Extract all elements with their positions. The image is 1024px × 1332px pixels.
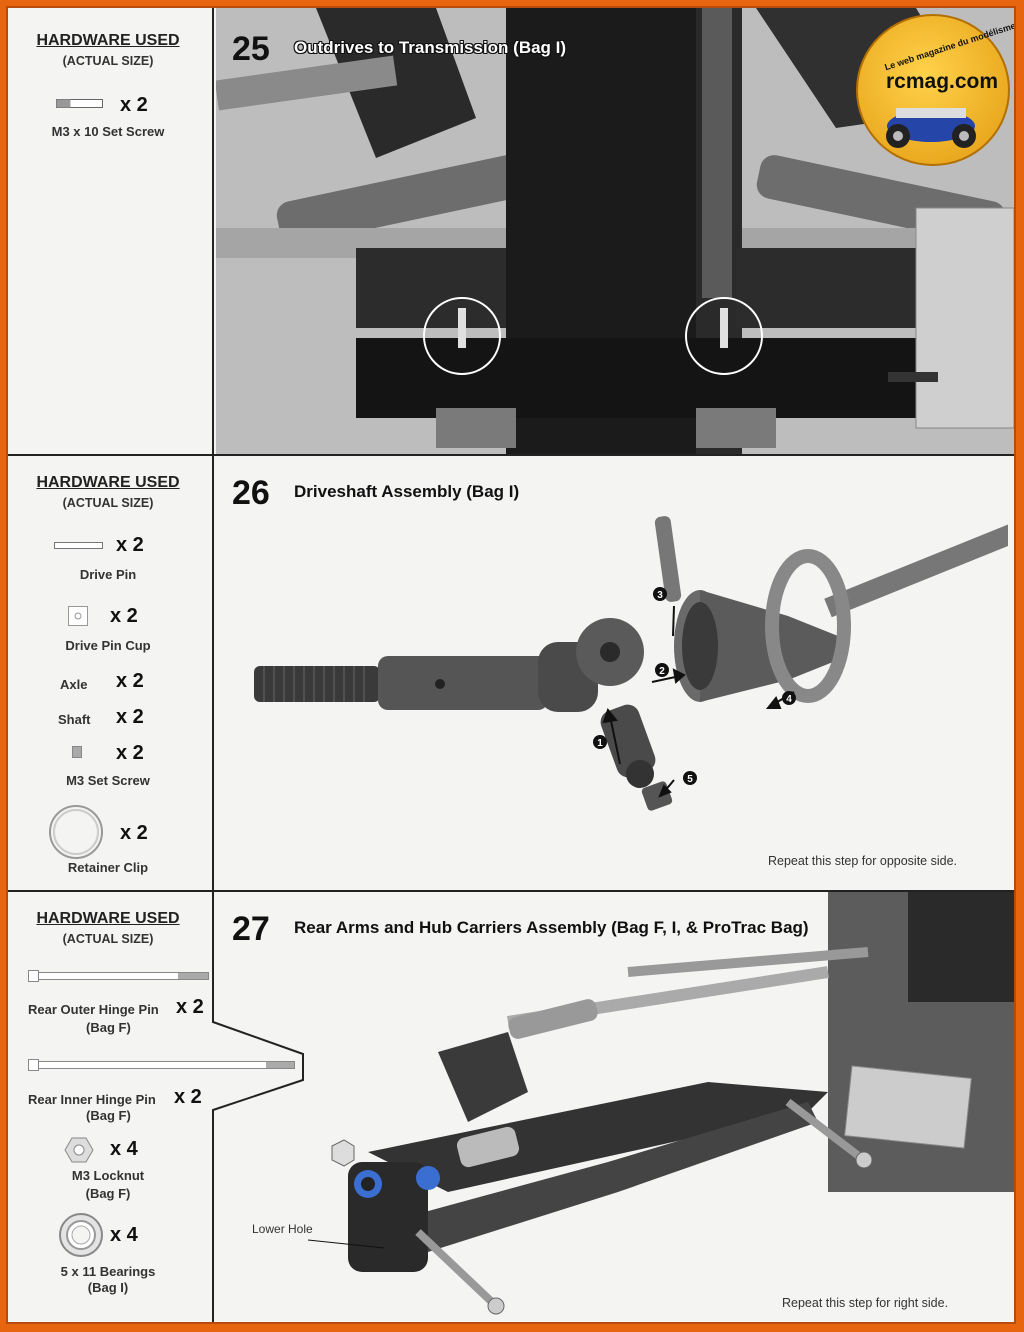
hardware-qty: x 2 <box>116 670 144 692</box>
hardware-qty: x 2 <box>176 996 204 1018</box>
hardware-label: Rear Inner Hinge Pin <box>28 1092 156 1107</box>
rcmag-watermark: rcmag.com Le web magazine du modélisme <box>856 14 1016 166</box>
hardware-subtitle: (ACTUAL SIZE) <box>62 54 154 68</box>
section-divider <box>8 454 1014 456</box>
repeat-note: Repeat this step for right side. <box>782 1296 949 1310</box>
step-number: 25 <box>232 30 270 68</box>
hardware-qty: x 2 <box>174 1086 202 1108</box>
step-title: Rear Arms and Hub Carriers Assembly (Bag… <box>294 918 809 937</box>
hardware-label: M3 Set Screw <box>66 773 150 788</box>
hardware-subtitle: (ACTUAL SIZE) <box>62 496 154 510</box>
callout-5: 5 <box>687 774 693 785</box>
hardware-qty: x 2 <box>120 94 148 116</box>
callout-3: 3 <box>657 590 663 601</box>
hardware-label: Drive Pin <box>79 567 137 582</box>
step-number: 27 <box>232 910 270 948</box>
hardware-label: Rear Outer Hinge Pin <box>28 1002 159 1017</box>
section-divider <box>8 890 1014 892</box>
repeat-note: Repeat this step for opposite side. <box>768 854 958 868</box>
hardware-qty: x 4 <box>110 1138 138 1160</box>
buggy-logo-icon <box>886 108 976 148</box>
watermark-brand: rcmag.com <box>886 70 999 93</box>
manual-page: HARDWARE USED (ACTUAL SIZE) x 2 M3 x 10 … <box>6 6 1016 1324</box>
driveshaft-exploded-diagram: 1 2 3 4 5 <box>254 516 1008 811</box>
hardware-qty: x 2 <box>116 742 144 764</box>
hardware-label: Shaft <box>58 712 91 727</box>
step-27-section: HARDWARE USED (ACTUAL SIZE) Rear Outer H… <box>8 892 1014 1322</box>
hardware-label: Retainer Clip <box>67 860 149 875</box>
hardware-bag: (Bag F) <box>85 1186 131 1201</box>
step-title: Outdrives to Transmission (Bag I) <box>294 38 567 57</box>
hardware-qty: x 2 <box>120 822 148 844</box>
outer-hinge-pin-icon <box>28 970 209 982</box>
hardware-title: HARDWARE USED <box>36 910 180 927</box>
hardware-qty: x 2 <box>116 534 144 556</box>
hardware-panel-26: HARDWARE USED (ACTUAL SIZE) x 2 Drive Pi… <box>8 456 214 890</box>
set-screw-icon <box>72 746 82 758</box>
step-title: Driveshaft Assembly (Bag I) <box>294 482 520 501</box>
hardware-panel-25: HARDWARE USED (ACTUAL SIZE) x 2 M3 x 10 … <box>8 8 214 454</box>
inner-hinge-pin-icon <box>28 1059 295 1071</box>
hardware-bag: (Bag F) <box>86 1020 131 1035</box>
hardware-bag: (Bag F) <box>86 1108 131 1123</box>
drive-pin-icon <box>54 542 103 549</box>
watermark-tagline: Le web magazine du modélisme <box>883 20 1016 73</box>
bearing-icon <box>59 1213 103 1257</box>
hardware-label: M3 Locknut <box>71 1168 145 1183</box>
hardware-label: Drive Pin Cup <box>65 638 151 653</box>
rear-arm-hub-carrier-illustration <box>308 892 1014 1315</box>
callout-2: 2 <box>659 666 665 677</box>
drive-pin-cup-icon <box>68 606 88 626</box>
retainer-clip-icon <box>49 805 103 859</box>
step-26-section: HARDWARE USED (ACTUAL SIZE) x 2 Drive Pi… <box>8 456 1014 890</box>
hardware-label: 5 x 11 Bearings <box>60 1264 156 1279</box>
hardware-title: HARDWARE USED <box>36 474 180 491</box>
locknut-icon <box>64 1137 94 1163</box>
hardware-label: Axle <box>60 677 88 692</box>
callout-1: 1 <box>597 738 603 749</box>
hardware-bag: (Bag I) <box>87 1280 129 1295</box>
hardware-panel-27 <box>212 892 304 1322</box>
hardware-title: HARDWARE USED <box>36 32 180 49</box>
lower-hole-annotation: Lower Hole <box>252 1222 313 1236</box>
step-number: 26 <box>232 474 270 512</box>
hardware-qty: x 4 <box>110 1224 138 1246</box>
hardware-subtitle: (ACTUAL SIZE) <box>62 932 154 946</box>
hardware-label: M3 x 10 Set Screw <box>51 124 165 139</box>
set-screw-icon <box>56 99 103 108</box>
callout-4: 4 <box>786 694 792 705</box>
hardware-qty: x 2 <box>110 605 138 627</box>
hardware-qty: x 2 <box>116 706 144 728</box>
